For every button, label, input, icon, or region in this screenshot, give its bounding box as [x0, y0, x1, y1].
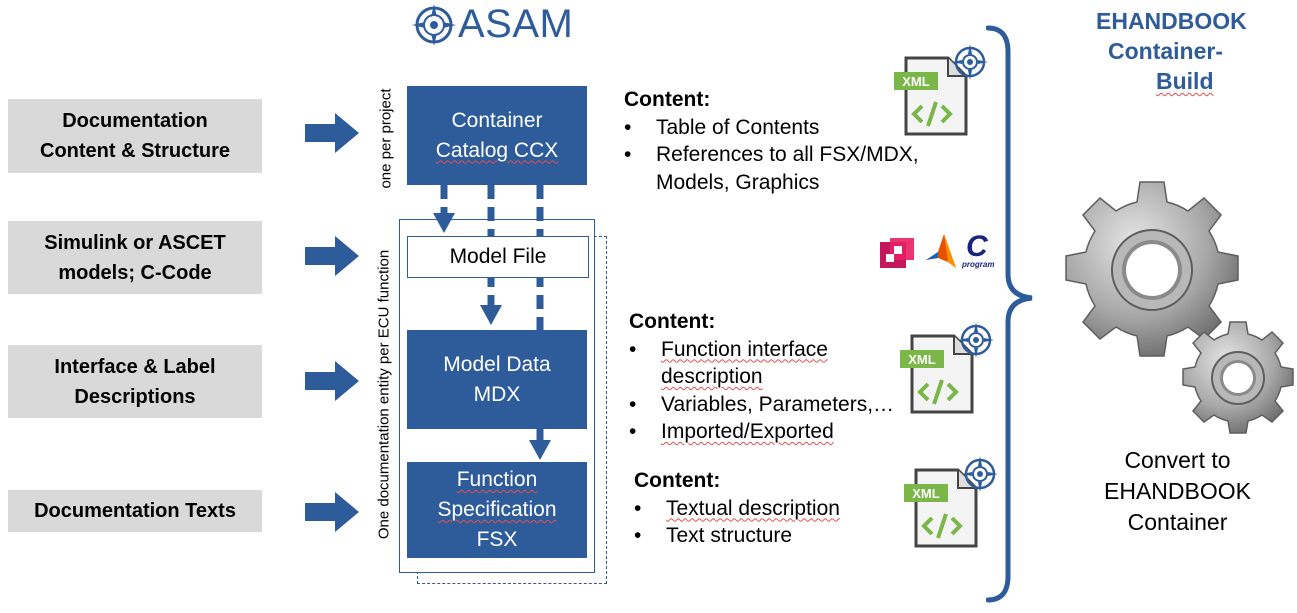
svg-text:XML: XML: [902, 74, 930, 89]
function-spec-box: Function Specification FSX: [407, 462, 587, 558]
convert-label: Convert to EHANDBOOK Container: [1104, 447, 1251, 535]
curly-brace: [986, 25, 1033, 603]
content-block-function-spec: Content: Textual description Text struct…: [634, 467, 914, 550]
content-item: Textual description: [634, 495, 914, 523]
asam-logo-icon: [412, 4, 456, 46]
content-item: Text structure: [634, 522, 914, 550]
xml-file-icon: XML: [892, 44, 988, 140]
input-box-documentation-texts: Documentation Texts: [8, 490, 262, 532]
label-one-per-project: one per project: [377, 88, 395, 189]
arrow-right-icon: [305, 113, 359, 153]
asam-logo-text: ASAM: [458, 2, 574, 46]
ehandbook-build-title: EHANDBOOK Container- Build: [1096, 8, 1247, 94]
matlab-icon: [924, 232, 958, 272]
arrow-right-icon: [305, 361, 359, 401]
content-item: Variables, Parameters,…: [629, 391, 929, 419]
ascet-icon: [878, 236, 916, 272]
arrow-right-icon: [305, 236, 359, 276]
model-file-box: Model File: [407, 236, 589, 278]
arrow-right-icon: [305, 492, 359, 532]
xml-file-icon: XML: [898, 322, 994, 418]
xml-file-icon: XML: [902, 456, 998, 552]
content-item: Table of Contents: [624, 114, 944, 142]
asam-logo: ASAM: [412, 2, 582, 46]
svg-text:XML: XML: [912, 486, 940, 501]
content-item: References to all FSX/MDX,Models, Graphi…: [624, 141, 944, 196]
dashed-arrows: [433, 185, 551, 460]
svg-text:XML: XML: [908, 352, 936, 367]
gears-icon: [1065, 181, 1294, 434]
c-program-icon: C program: [962, 230, 995, 269]
content-block-catalog: Content: Table of Contents References to…: [624, 86, 944, 196]
content-item: Imported/Exported: [629, 418, 929, 446]
label-one-per-function: One documentation entity per ECU functio…: [375, 249, 393, 540]
